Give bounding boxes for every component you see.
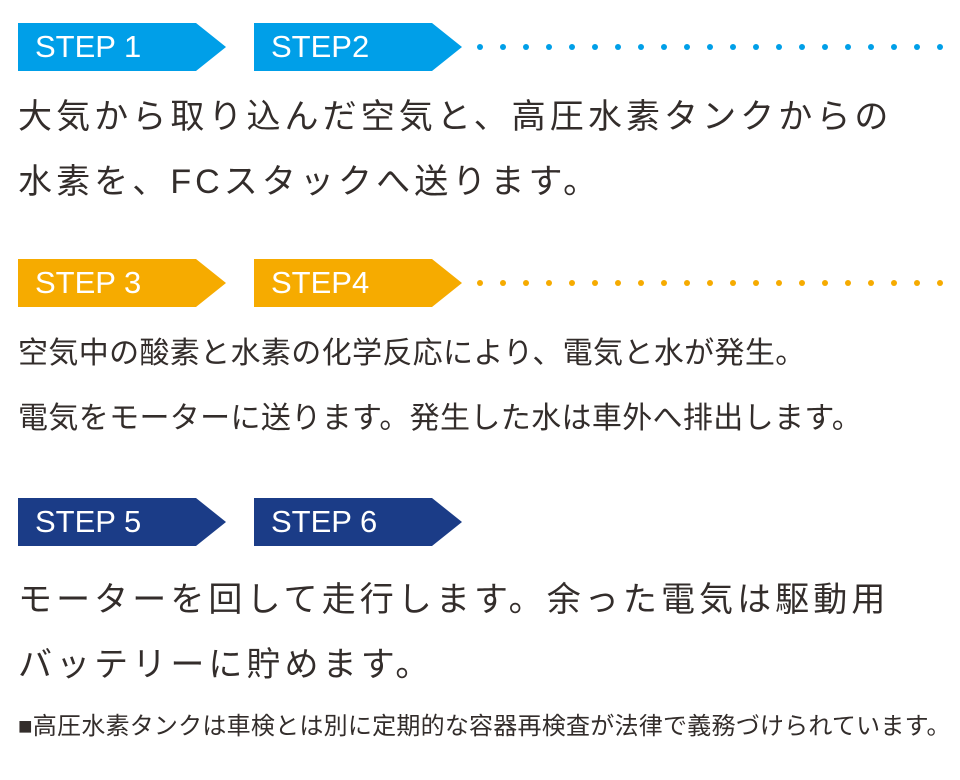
dotted-leader-orange bbox=[477, 280, 943, 286]
leader-dot bbox=[661, 280, 667, 286]
leader-dot bbox=[937, 44, 943, 50]
leader-dot bbox=[730, 44, 736, 50]
step-3-arrow-badge: STEP 3 bbox=[18, 259, 226, 307]
section-step-5-6: STEP 5 STEP 6 モーターを回して走行します。余った電気は駆動用 バッ… bbox=[0, 498, 960, 698]
description-line: 大気から取り込んだ空気と、高圧水素タンクからの bbox=[18, 98, 893, 136]
description-line: バッテリーに貯めます。 bbox=[18, 646, 434, 684]
step-6-arrow-badge: STEP 6 bbox=[254, 498, 462, 546]
leader-dot bbox=[569, 280, 575, 286]
leader-dot bbox=[523, 280, 529, 286]
badge-row-step-1-2: STEP 1 STEP2 bbox=[18, 23, 960, 71]
leader-dot bbox=[684, 280, 690, 286]
leader-dot bbox=[799, 280, 805, 286]
leader-dot bbox=[707, 44, 713, 50]
leader-dot bbox=[592, 280, 598, 286]
section-step-1-2: STEP 1 STEP2 大気から取り込んだ空気と、高圧水素タンクからの 水素を… bbox=[0, 23, 960, 215]
step-5-6-description: モーターを回して走行します。余った電気は駆動用 バッテリーに貯めます。 bbox=[18, 568, 960, 698]
leader-dot bbox=[776, 44, 782, 50]
leader-dot bbox=[638, 44, 644, 50]
leader-dot bbox=[592, 44, 598, 50]
leader-dot bbox=[661, 44, 667, 50]
leader-dot bbox=[891, 280, 897, 286]
step-3-4-description: 空気中の酸素と水素の化学反応により、電気と水が発生。 電気をモーターに送ります。… bbox=[18, 321, 960, 451]
step-4-arrow-badge: STEP4 bbox=[254, 259, 462, 307]
leader-dot bbox=[753, 280, 759, 286]
badge-row-step-5-6: STEP 5 STEP 6 bbox=[18, 498, 960, 546]
leader-dot bbox=[546, 44, 552, 50]
leader-dot bbox=[500, 44, 506, 50]
leader-dot bbox=[523, 44, 529, 50]
step-2-arrow-badge: STEP2 bbox=[254, 23, 462, 71]
leader-dot bbox=[707, 280, 713, 286]
leader-dot bbox=[891, 44, 897, 50]
leader-dot bbox=[569, 44, 575, 50]
leader-dot bbox=[546, 280, 552, 286]
dotted-leader-blue bbox=[477, 44, 943, 50]
description-line: 電気をモーターに送ります。発生した水は車外へ排出します。 bbox=[18, 402, 863, 435]
leader-dot bbox=[776, 280, 782, 286]
leader-dot bbox=[914, 44, 920, 50]
step-1-arrow-badge: STEP 1 bbox=[18, 23, 226, 71]
leader-dot bbox=[799, 44, 805, 50]
leader-dot bbox=[684, 44, 690, 50]
leader-dot bbox=[477, 280, 483, 286]
leader-dot bbox=[845, 44, 851, 50]
leader-dot bbox=[822, 44, 828, 50]
tank-inspection-footnote: ■高圧水素タンクは車検とは別に定期的な容器再検査が法律で義務づけられています。 bbox=[18, 713, 951, 740]
description-line: モーターを回して走行します。余った電気は駆動用 bbox=[18, 581, 890, 619]
leader-dot bbox=[937, 280, 943, 286]
leader-dot bbox=[914, 280, 920, 286]
leader-dot bbox=[500, 280, 506, 286]
leader-dot bbox=[868, 44, 874, 50]
leader-dot bbox=[822, 280, 828, 286]
description-line: 水素を、FCスタックへ送ります。 bbox=[18, 163, 602, 201]
leader-dot bbox=[615, 280, 621, 286]
step-5-arrow-badge: STEP 5 bbox=[18, 498, 226, 546]
leader-dot bbox=[477, 44, 483, 50]
leader-dot bbox=[753, 44, 759, 50]
leader-dot bbox=[845, 280, 851, 286]
leader-dot bbox=[868, 280, 874, 286]
step-1-2-description: 大気から取り込んだ空気と、高圧水素タンクからの 水素を、FCスタックへ送ります。 bbox=[18, 85, 960, 215]
section-step-3-4: STEP 3 STEP4 空気中の酸素と水素の化学反応により、電気と水が発生。 … bbox=[0, 259, 960, 451]
badge-row-step-3-4: STEP 3 STEP4 bbox=[18, 259, 960, 307]
description-line: 空気中の酸素と水素の化学反応により、電気と水が発生。 bbox=[18, 337, 806, 370]
leader-dot bbox=[615, 44, 621, 50]
leader-dot bbox=[730, 280, 736, 286]
leader-dot bbox=[638, 280, 644, 286]
